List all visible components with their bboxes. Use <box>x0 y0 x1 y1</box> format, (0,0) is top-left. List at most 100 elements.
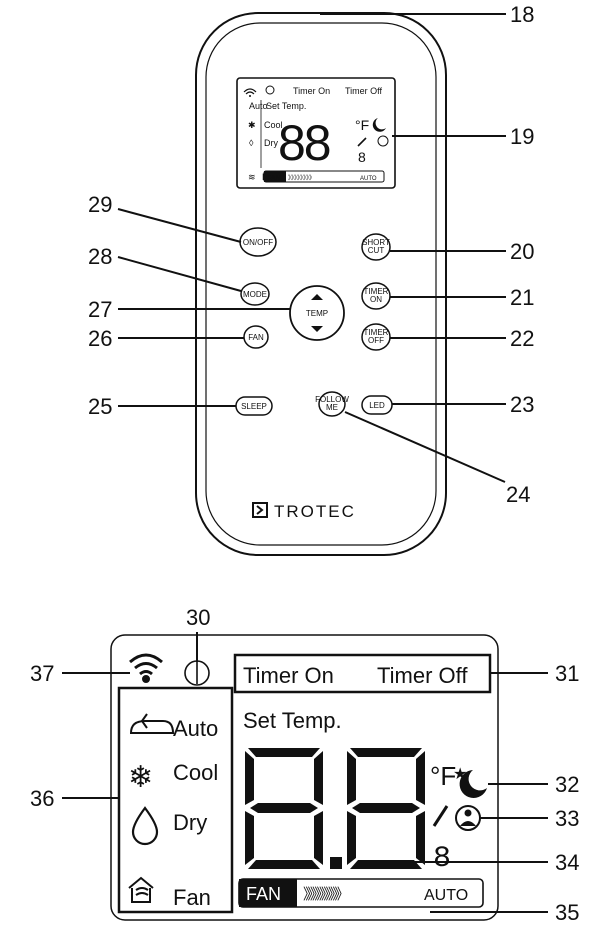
sleep-icon: ★ <box>453 764 487 798</box>
callout-37: 37 <box>30 661 54 686</box>
callout-28: 28 <box>88 244 112 269</box>
remote-lcd-digits: 88 <box>278 115 330 171</box>
temperature-digits <box>245 748 425 869</box>
fahrenheit-unit: °F <box>430 761 456 791</box>
callout-33: 33 <box>555 806 579 831</box>
remote-lcd-mode-cool: Cool <box>264 120 283 130</box>
timer-off-button[interactable]: TIMER OFF <box>361 323 391 351</box>
celsius-unit: 8 <box>433 842 451 876</box>
decimal-point <box>330 857 342 869</box>
svg-text:❄: ❄ <box>128 760 153 795</box>
remote-lcd-wifi-icon <box>243 88 257 97</box>
callout-26: 26 <box>88 326 112 351</box>
on-off-label: ON/OFF <box>243 238 273 247</box>
callout-34: 34 <box>555 850 579 875</box>
remote-lcd-timer-off: Timer Off <box>345 86 383 96</box>
mode-auto: Auto <box>173 716 218 741</box>
sleep-label: SLEEP <box>241 402 267 411</box>
wifi-icon <box>129 653 163 683</box>
callout-35: 35 <box>555 900 579 925</box>
svg-text:★: ★ <box>453 764 467 783</box>
timer-on-button[interactable]: TIMER ON <box>361 282 391 310</box>
callout-20: 20 <box>510 239 534 264</box>
fan-speed-auto: AUTO <box>424 887 468 904</box>
remote-callouts <box>117 13 506 483</box>
display-timer-on: Timer On <box>243 663 334 688</box>
timer-off-label-2: OFF <box>368 336 384 345</box>
remote-lcd-sleep-icon <box>372 118 386 132</box>
auto-icon <box>129 713 175 734</box>
callout-27: 27 <box>88 297 112 322</box>
callout-31: 31 <box>555 661 579 686</box>
mode-indicator-box <box>117 686 234 914</box>
svg-text:✱: ✱ <box>248 120 256 130</box>
sleep-button[interactable]: SLEEP <box>235 396 273 416</box>
display-callouts <box>62 632 548 913</box>
callout-25: 25 <box>88 394 112 419</box>
callout-24: 24 <box>506 482 530 507</box>
fan-button[interactable]: FAN <box>243 325 269 349</box>
svg-text:◊: ◊ <box>249 138 254 148</box>
remote-lcd-fan-label: FAN <box>267 175 281 182</box>
remote-lcd-mode-dry: Dry <box>264 138 278 148</box>
brand-logo: TROTEC <box>252 502 356 521</box>
mode-button[interactable]: MODE <box>240 282 270 306</box>
brand-text: TROTEC <box>274 502 356 521</box>
remote-lcd-follow-me-icon <box>377 135 389 147</box>
temp-down-icon <box>311 326 323 332</box>
remote-lcd-unit-f: °F <box>355 117 369 133</box>
remote-lcd-fan-auto: AUTO <box>360 176 377 182</box>
cool-icon: ❄ <box>128 760 153 795</box>
display-callout-numbers: 30 37 31 32 33 36 34 35 <box>30 605 579 925</box>
on-off-button[interactable]: ON/OFF <box>239 227 277 257</box>
remote-lcd-fan-icon: ≋ <box>248 172 256 182</box>
follow-me-button[interactable]: FOLLOW ME <box>315 391 349 417</box>
unit-separator <box>432 805 449 827</box>
remote-lcd-timer-on: Timer On <box>293 86 330 96</box>
callout-23: 23 <box>510 392 534 417</box>
callout-21: 21 <box>510 285 534 310</box>
led-button[interactable]: LED <box>361 395 393 415</box>
remote-lcd-set-temp: Set Temp. <box>266 101 306 111</box>
remote-callout-numbers: 18 19 29 28 27 26 25 20 21 22 23 24 <box>88 2 534 507</box>
mode-label: MODE <box>243 290 267 299</box>
mode-fan: Fan <box>173 885 211 910</box>
callout-19: 19 <box>510 124 534 149</box>
fan-speed-bar: FAN 》》》》》》》》 AUTO <box>238 878 484 908</box>
svg-text:≋: ≋ <box>248 172 256 182</box>
fan-speed-label: FAN <box>246 884 281 904</box>
temp-up-icon <box>311 294 323 300</box>
fan-label: FAN <box>248 333 264 342</box>
remote-lcd: Timer On Timer Off Set Temp. Auto Auto C… <box>236 77 396 189</box>
callout-18: 18 <box>510 2 534 27</box>
mode-dry: Dry <box>173 810 207 835</box>
remote-lcd-power-icon <box>265 85 275 95</box>
fan-speed-levels: 》》》》》》》》 <box>303 885 347 903</box>
follow-me-label-1: FOLLOW <box>315 395 349 404</box>
remote-lcd-dry-icon: ◊ <box>249 138 254 148</box>
remote-lcd-fan-speed: 》》》》》》》》 <box>288 175 315 182</box>
short-cut-label-2: CUT <box>368 246 385 255</box>
callout-30: 30 <box>186 605 210 630</box>
remote-lcd-cool-icon: ✱ <box>248 120 256 130</box>
display-set-temp: Set Temp. <box>243 708 342 733</box>
temp-label: TEMP <box>306 309 328 318</box>
remote-lcd-unit-c: 8 <box>358 149 366 165</box>
timer-on-label-1: TIMER <box>364 287 389 296</box>
svg-text:°F: °F <box>430 761 456 791</box>
display-timer-off: Timer Off <box>377 663 468 688</box>
callout-29: 29 <box>88 192 112 217</box>
remote-lcd-mode-auto: Auto <box>249 101 268 111</box>
callout-22: 22 <box>510 326 534 351</box>
mode-cool: Cool <box>173 760 218 785</box>
callout-36: 36 <box>30 786 54 811</box>
follow-me-label-2: ME <box>326 403 338 412</box>
dry-icon <box>131 806 159 846</box>
short-cut-label-1: SHORT <box>362 238 390 247</box>
temp-button[interactable]: TEMP <box>289 285 345 341</box>
short-cut-button[interactable]: SHORT CUT <box>361 233 391 261</box>
timer-off-label-1: TIMER <box>364 328 389 337</box>
led-label: LED <box>369 401 385 410</box>
enlarged-display: Timer On Timer Off Set Temp. Auto ❄ Cool… <box>110 634 499 921</box>
